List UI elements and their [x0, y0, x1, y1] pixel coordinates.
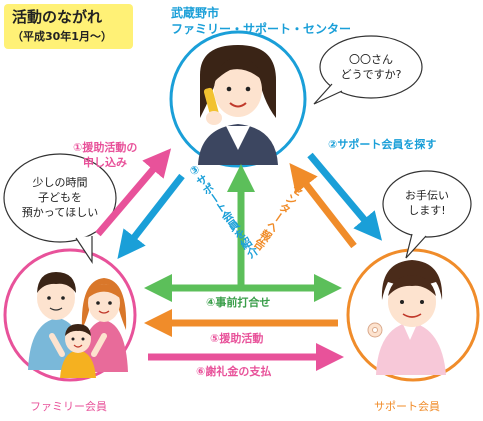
- center-bubble-text: 〇〇さん どうですか?: [335, 52, 407, 82]
- title-box: [4, 4, 133, 49]
- page-title: 活動のながれ: [12, 8, 103, 26]
- step-2-label: ②サポート会員を探す: [328, 136, 436, 152]
- center-bubble-line2: どうですか?: [340, 68, 402, 81]
- support-member-illustration: [367, 260, 446, 375]
- step-4-text: 事前打合せ: [215, 296, 271, 309]
- step-2-text: サポート会員を探す: [337, 138, 437, 151]
- support-speech-bubble: [382, 170, 472, 259]
- family-bubble-line2: 子どもを: [38, 191, 82, 204]
- step-5-number: ⑤: [210, 332, 220, 345]
- center-name: 武蔵野市 ファミリー・サポート・センター: [171, 5, 351, 37]
- step-2-number: ②: [328, 138, 338, 151]
- step-1-number: ①: [73, 141, 83, 154]
- center-name-line2: ファミリー・サポート・センター: [171, 22, 352, 36]
- family-illustration: [28, 272, 128, 378]
- family-speech-bubble: [3, 153, 117, 264]
- arrow-2-search: [307, 152, 383, 241]
- page-subtitle: （平成30年1月〜）: [12, 30, 112, 43]
- step-6-label: ⑥謝礼金の支払: [196, 363, 271, 379]
- center-bubble-line1: 〇〇さん: [349, 53, 393, 66]
- step-5-label: ⑤援助活動: [210, 330, 263, 346]
- family-bubble-line3: 預かってほしい: [21, 206, 99, 219]
- support-member-label: サポート会員: [374, 400, 440, 413]
- step-4-label: ④事前打合せ: [206, 294, 270, 310]
- family-bubble-line1: 少しの時間: [32, 176, 88, 189]
- family-bubble-text: 少しの時間 子どもを 預かってほしい: [14, 175, 106, 220]
- support-bubble-text: お手伝い します!: [395, 188, 459, 218]
- support-bubble-line2: します!: [408, 204, 446, 217]
- center-name-line1: 武蔵野市: [171, 6, 220, 20]
- arrow-7-report: [289, 162, 357, 249]
- step-5-text: 援助活動: [219, 332, 264, 345]
- step-1-text-line2: 申し込み: [83, 156, 127, 169]
- arrow-3-introduce: [117, 173, 185, 260]
- support-bubble-line1: お手伝い: [405, 189, 449, 202]
- step-6-number: ⑥: [196, 365, 206, 378]
- step-1-text-line1: 援助活動の: [82, 141, 138, 154]
- center-speech-bubble: [313, 35, 423, 105]
- arrow-1-application: [95, 148, 172, 237]
- step-1-label: ①援助活動の 申し込み: [73, 140, 137, 170]
- step-6-text: 謝礼金の支払: [205, 365, 272, 378]
- step-4-number: ④: [206, 296, 216, 309]
- family-member-label: ファミリー会員: [30, 400, 107, 413]
- center-staff-illustration: [198, 45, 278, 165]
